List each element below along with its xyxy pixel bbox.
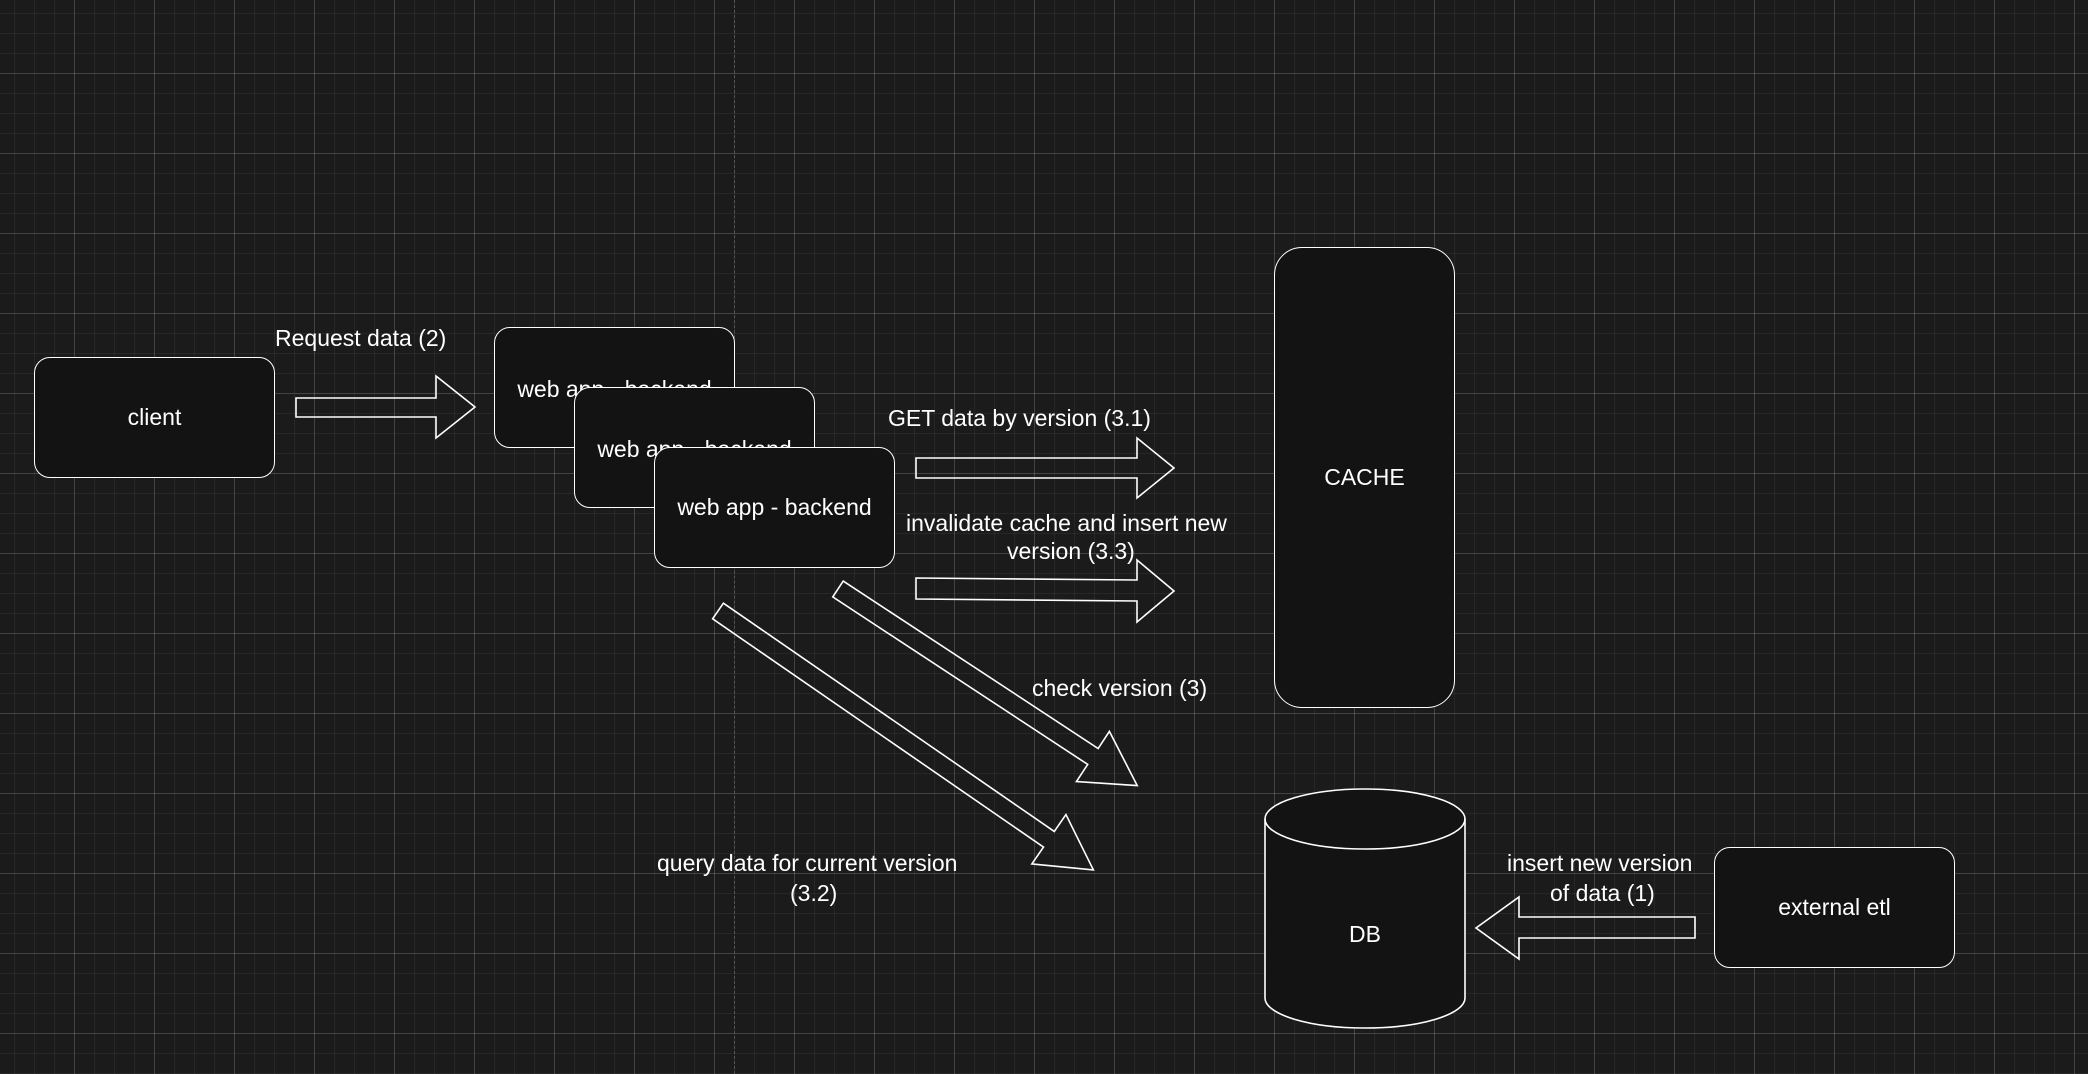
backend-node-3[interactable]: web app - backend (654, 447, 895, 568)
arrow-get-data-by-version[interactable] (915, 436, 1176, 500)
label-insert-line2: of data (1) (1550, 880, 1655, 906)
arrow-insert-new-version[interactable] (1474, 895, 1696, 961)
label-insert-line1: insert new version (1507, 850, 1693, 876)
arrow-query-data[interactable] (701, 586, 1110, 894)
db-cylinder[interactable] (1264, 788, 1466, 1029)
label-check-version: check version (3) (1032, 675, 1208, 701)
arrow-invalidate-cache[interactable] (915, 558, 1176, 624)
external-etl-node[interactable]: external etl (1714, 847, 1955, 968)
label-request-data: Request data (2) (275, 325, 447, 351)
cache-node[interactable]: CACHE (1274, 247, 1455, 708)
label-query-line2: (3.2) (790, 880, 838, 906)
label-invalidate-line2: version (3.3) (1007, 538, 1135, 564)
label-invalidate-line1: invalidate cache and insert new (906, 510, 1227, 536)
arrow-check-version[interactable] (822, 564, 1154, 811)
arrow-request-data[interactable] (295, 374, 477, 440)
label-get-data-by-version: GET data by version (3.1) (888, 405, 1151, 431)
label-query-line1: query data for current version (657, 850, 958, 876)
client-node[interactable]: client (34, 357, 275, 478)
db-label: DB (1349, 921, 1381, 947)
